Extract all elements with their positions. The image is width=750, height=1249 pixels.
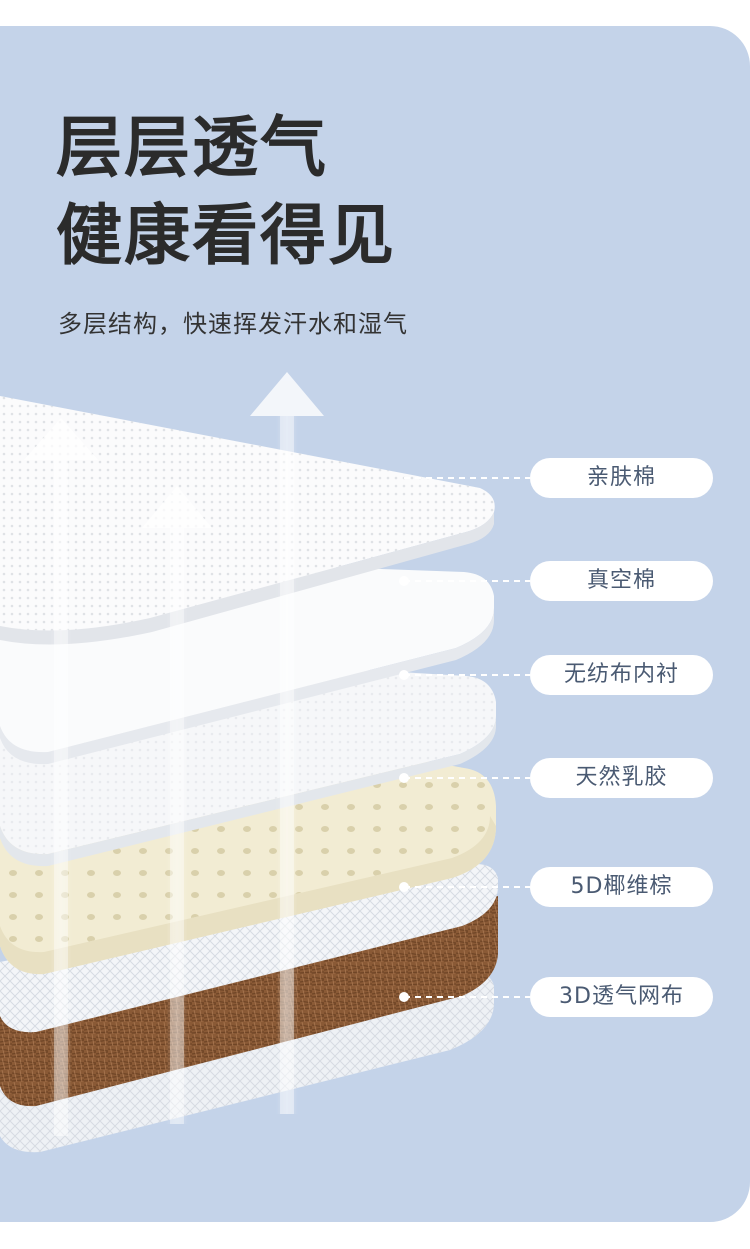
airflow-arrows [24, 372, 324, 1136]
headline-line-2: 健康看得见 [56, 197, 396, 274]
layer-label-coir: 5D椰维棕 [530, 867, 713, 907]
leader-dots [399, 576, 409, 1002]
layer-label-latex: 天然乳胶 [530, 758, 713, 798]
leader-lines [404, 477, 530, 998]
up-arrow-icon [142, 486, 212, 1124]
mattress-layers-illustration [0, 372, 530, 1153]
up-arrow-icon [24, 418, 98, 1136]
layer-coir [0, 864, 498, 1107]
layer-label-3d-mesh: 3D透气网布 [530, 977, 713, 1017]
product-feature-panel: 层层透气 健康看得见 多层结构，快速挥发汗水和湿气 [0, 26, 750, 1222]
layer-label-skin-cotton: 亲肤棉 [530, 458, 713, 498]
subtitle: 多层结构，快速挥发汗水和湿气 [58, 310, 408, 338]
headline-line-1: 层层透气 [56, 109, 328, 186]
layer-label-nonwoven: 无纺布内衬 [530, 655, 713, 695]
layer-label-vacuum-cotton: 真空棉 [530, 561, 713, 601]
headline: 层层透气 健康看得见 [56, 104, 396, 280]
layer-skin-cotton [0, 396, 495, 645]
up-arrow-icon [250, 372, 324, 1114]
